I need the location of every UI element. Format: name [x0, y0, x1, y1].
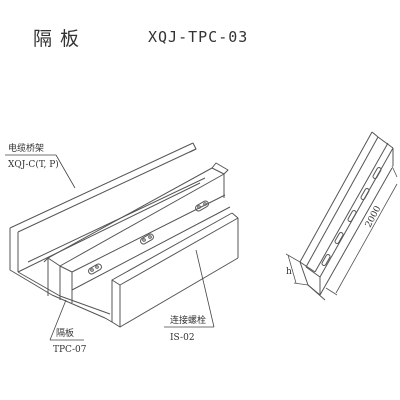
title-chinese: 隔板 — [33, 28, 88, 50]
callout-partition-leader — [49, 299, 84, 341]
callout-bolt-leader — [164, 249, 215, 328]
dimension-length-label: 2000 — [364, 204, 384, 229]
callout-tray-line1: 电缆桥架 — [8, 142, 44, 154]
bolt-slots — [88, 200, 209, 275]
cable-tray-drawing — [9, 142, 239, 328]
callout-partition-line2: TPC-07 — [53, 345, 87, 355]
partition-perspective — [299, 131, 394, 301]
callout-partition-line1: 隔板 — [56, 327, 74, 339]
callout-tray-line2: XQJ-C(T, P) — [8, 159, 59, 170]
dimension-length — [325, 165, 398, 296]
callout-bolt-line1: 连接螺栓 — [170, 314, 206, 326]
dimension-height-label: h — [286, 267, 292, 277]
callout-bolt-line2: IS-02 — [170, 333, 195, 343]
callout-tray-leader — [5, 154, 76, 189]
title-code: XQJ-TPC-03 — [148, 28, 249, 46]
dimension-height — [285, 253, 309, 286]
